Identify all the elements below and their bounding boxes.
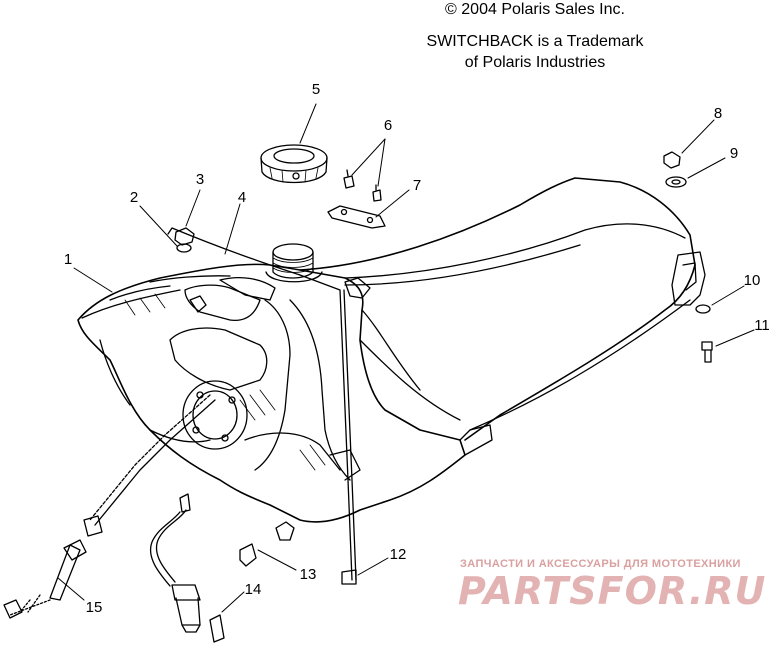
fuel-cap-part-5: [260, 144, 328, 184]
nut-part-8: [663, 151, 681, 169]
washer-part-9: [665, 176, 687, 188]
callout-10: 10: [743, 272, 761, 289]
washer-part-2: [176, 243, 192, 253]
washer-part-10: [695, 304, 711, 314]
screw-part-6a: [343, 169, 355, 189]
callout-7: 7: [412, 177, 422, 194]
vent-hose-line: [299, 274, 353, 581]
callout-3: 3: [195, 171, 205, 188]
callout-6: 6: [383, 117, 393, 134]
clamp-part-12: [341, 569, 357, 585]
callout-1: 1: [63, 251, 73, 268]
trademark-line-1: SWITCHBACK is a Trademark: [426, 33, 644, 50]
clip-part-13b: [239, 543, 257, 567]
top-fitting: [189, 295, 207, 313]
fuel-tank-part-1: [77, 177, 706, 523]
watermark-brand: PARTSFOR.RU: [458, 569, 767, 613]
callout-5: 5: [311, 81, 321, 98]
vent-fitting: [344, 277, 371, 299]
vent-hose-part-4: [167, 227, 301, 276]
callout-2: 2: [129, 189, 139, 206]
nut-part-3: [174, 227, 195, 246]
clip-part-13a: [275, 521, 295, 541]
callout-11: 11: [754, 317, 770, 334]
bracket-part-7: [327, 205, 386, 229]
pump-flange: [182, 380, 248, 450]
trademark-line-2: of Polaris Industries: [464, 54, 606, 71]
leader-lines: [57, 103, 755, 613]
callout-15: 15: [85, 599, 103, 616]
wiring-harness-part-15: [3, 394, 216, 619]
watermark-tagline: ЗАПЧАСТИ И АКСЕССУАРЫ ДЛЯ МОТОТЕХНИКИ: [460, 558, 741, 570]
callout-12: 12: [389, 546, 407, 563]
callout-4: 4: [237, 189, 247, 206]
callout-9: 9: [729, 145, 739, 162]
copyright-text: © 2004 Polaris Sales Inc.: [445, 1, 625, 18]
screw-part-6b: [372, 184, 382, 202]
callout-8: 8: [713, 105, 723, 122]
callout-13: 13: [299, 566, 317, 583]
fuel-filter-part-14: [149, 493, 225, 643]
filler-neck: [265, 243, 323, 283]
bolt-part-11: [701, 341, 713, 363]
callout-14: 14: [244, 581, 262, 598]
